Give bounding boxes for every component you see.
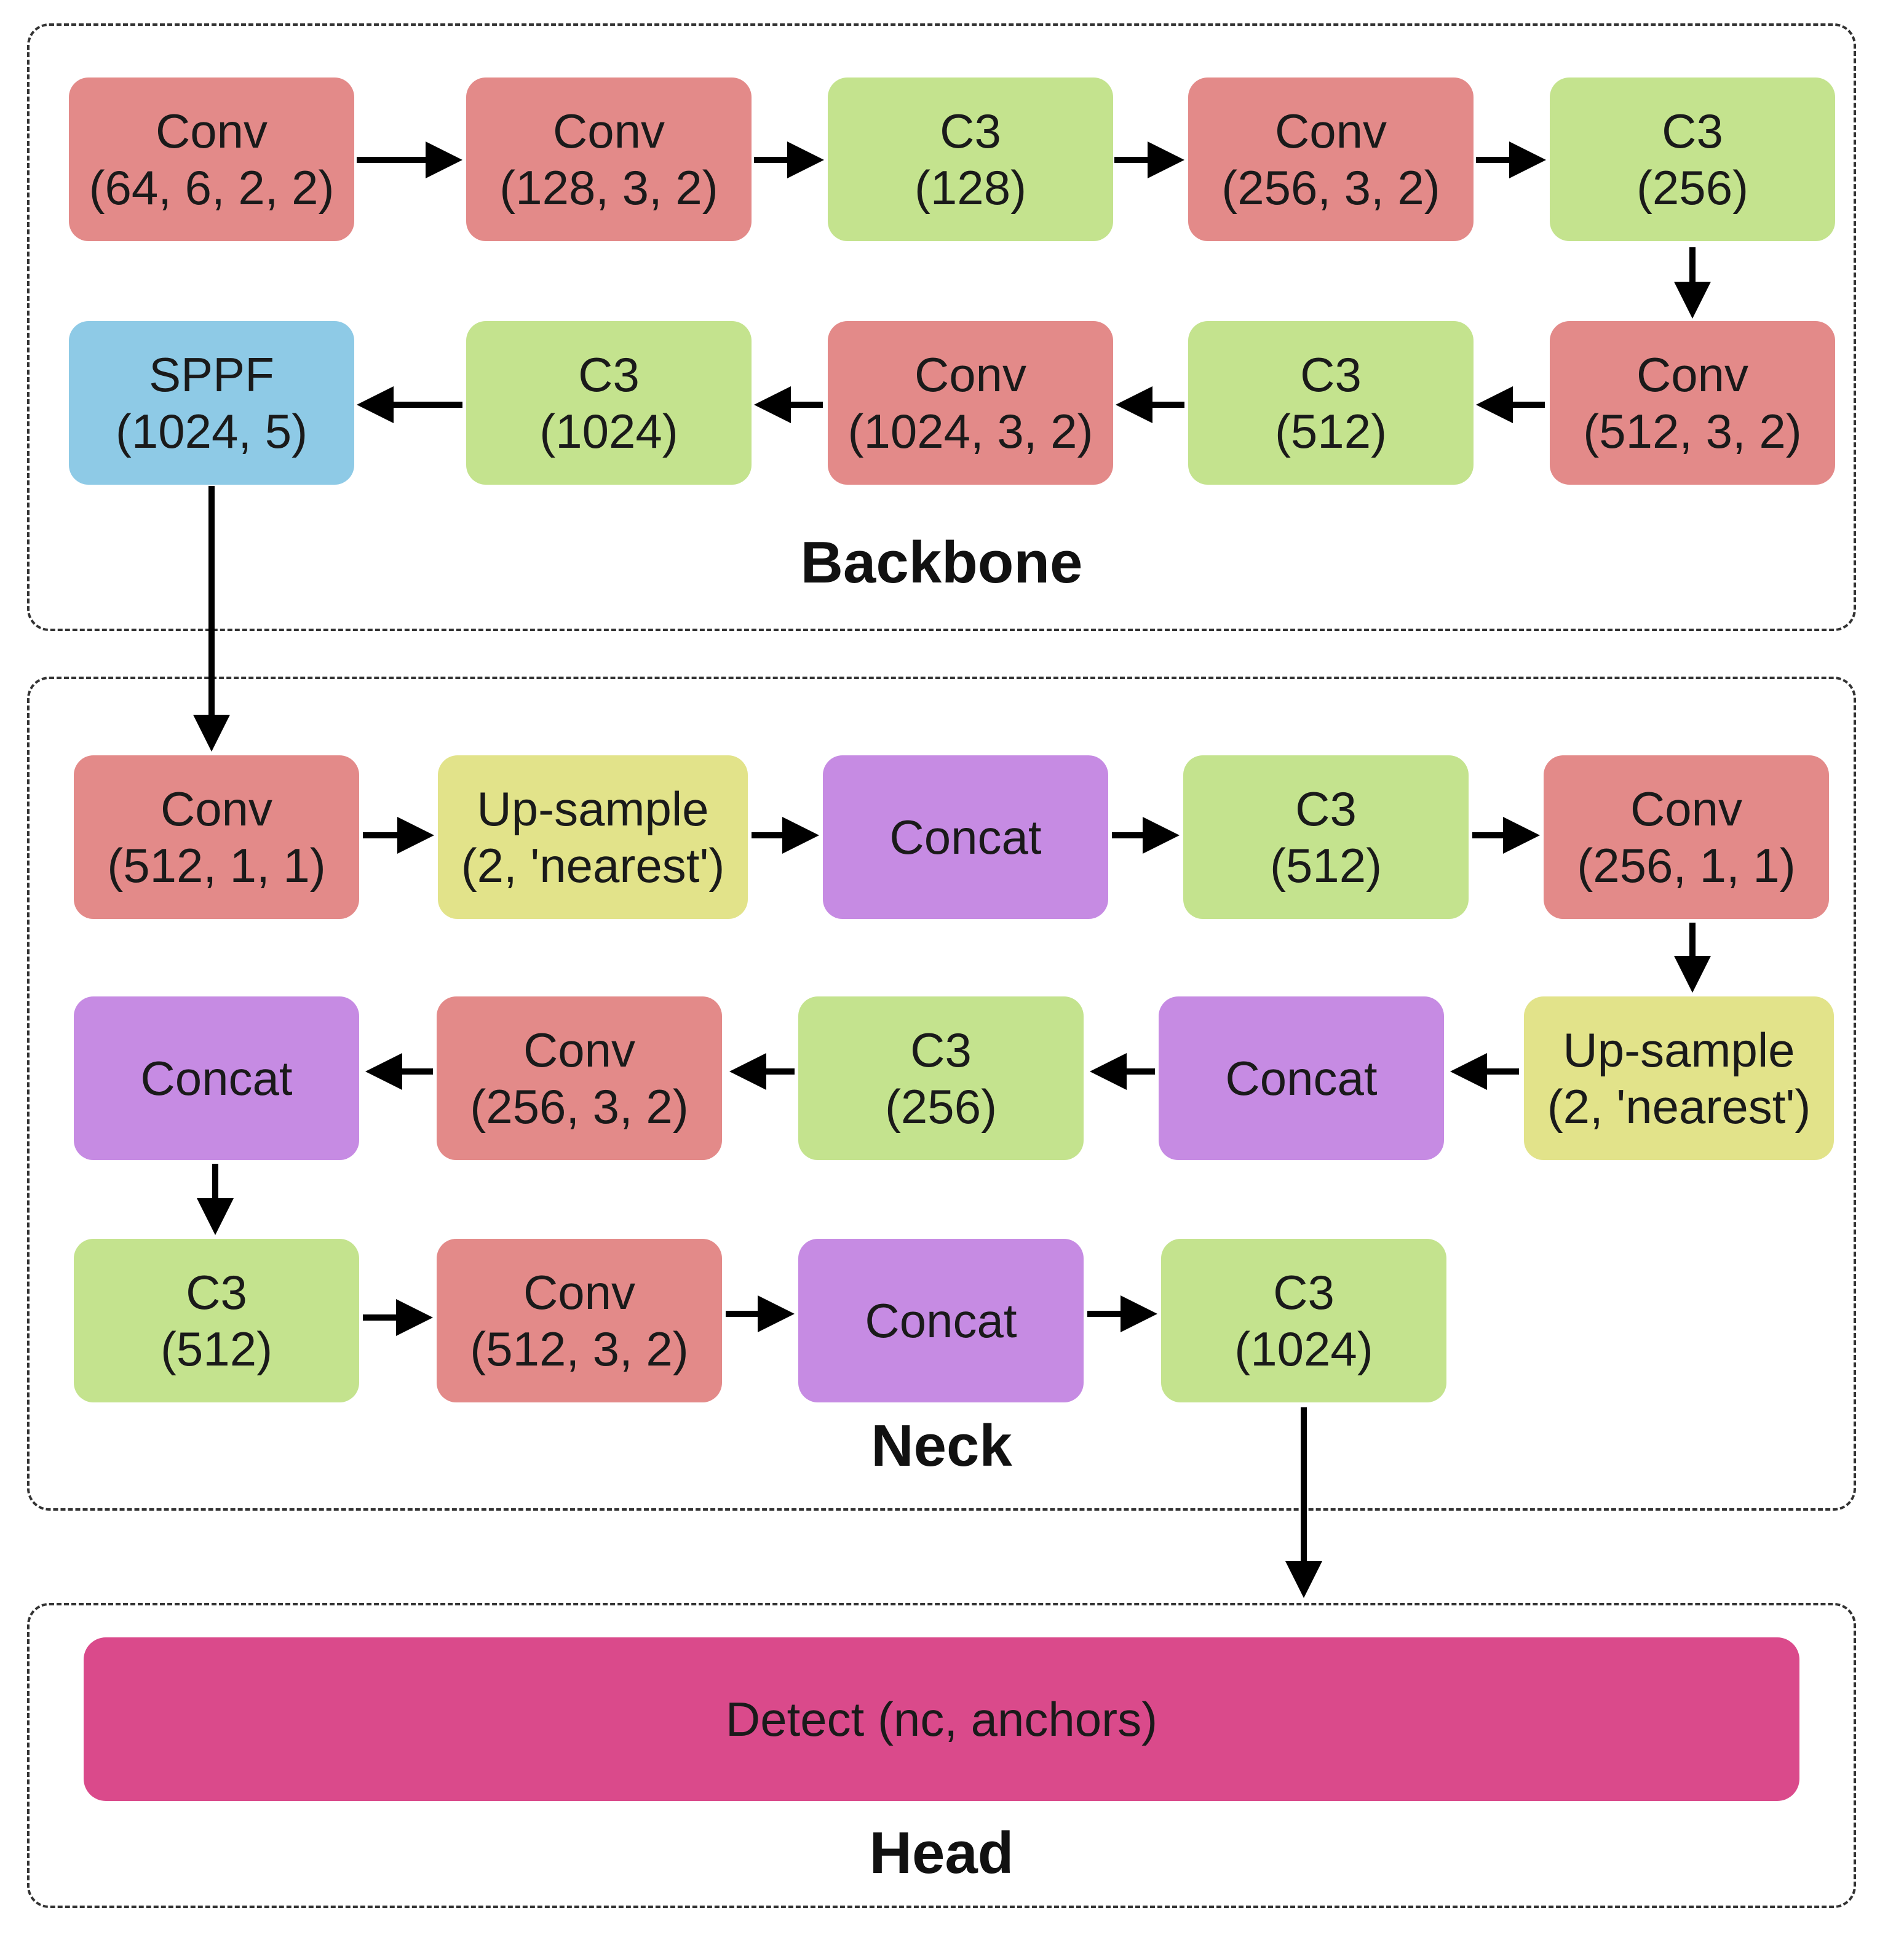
c3-block: C3(256) bbox=[798, 996, 1084, 1160]
upsample-block: Up-sample(2, 'nearest') bbox=[438, 755, 748, 919]
conv-block: Conv(128, 3, 2) bbox=[466, 78, 752, 241]
head-title: Head bbox=[869, 1820, 1014, 1886]
conv-block: Conv(256, 3, 2) bbox=[437, 996, 722, 1160]
conv-block: Conv(512, 1, 1) bbox=[74, 755, 359, 919]
c3-block: C3(256) bbox=[1550, 78, 1835, 241]
c3-block: C3(512) bbox=[1183, 755, 1469, 919]
conv-block: Conv(256, 1, 1) bbox=[1544, 755, 1829, 919]
conv-block: Conv(64, 6, 2, 2) bbox=[69, 78, 354, 241]
concat-block: Concat bbox=[823, 755, 1108, 919]
backbone-title: Backbone bbox=[800, 530, 1083, 595]
head-section: Head bbox=[27, 1603, 1856, 1908]
backbone-section: Backbone bbox=[27, 23, 1856, 631]
detect-block: Detect (nc, anchors) bbox=[84, 1637, 1799, 1801]
conv-block: Conv(512, 3, 2) bbox=[1550, 321, 1835, 485]
conv-block: Conv(256, 3, 2) bbox=[1188, 78, 1474, 241]
neck-title: Neck bbox=[871, 1413, 1012, 1479]
concat-block: Concat bbox=[798, 1239, 1084, 1402]
c3-block: C3(128) bbox=[828, 78, 1113, 241]
upsample-block: Up-sample(2, 'nearest') bbox=[1524, 996, 1834, 1160]
concat-block: Concat bbox=[74, 996, 359, 1160]
conv-block: Conv(1024, 3, 2) bbox=[828, 321, 1113, 485]
sppf-block: SPPF(1024, 5) bbox=[69, 321, 354, 485]
c3-block: C3(1024) bbox=[1161, 1239, 1446, 1402]
c3-block: C3(512) bbox=[74, 1239, 359, 1402]
neck-section: Neck bbox=[27, 677, 1856, 1511]
c3-block: C3(512) bbox=[1188, 321, 1474, 485]
conv-block: Conv(512, 3, 2) bbox=[437, 1239, 722, 1402]
c3-block: C3(1024) bbox=[466, 321, 752, 485]
concat-block: Concat bbox=[1159, 996, 1444, 1160]
